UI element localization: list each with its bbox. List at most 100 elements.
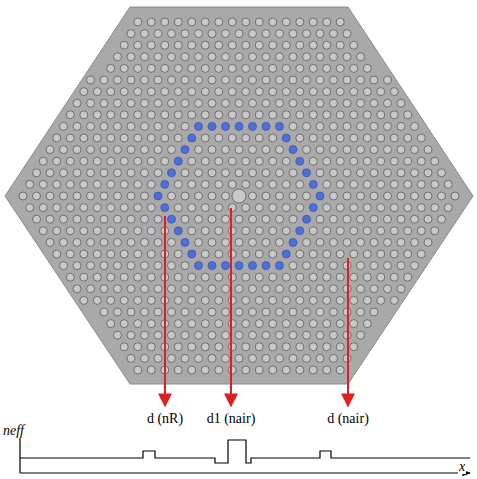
air-hole — [174, 41, 182, 49]
air-hole — [60, 238, 68, 246]
resonant-hole — [181, 238, 189, 246]
air-hole — [350, 227, 358, 235]
air-hole — [154, 308, 162, 316]
air-hole — [201, 111, 209, 119]
air-hole — [350, 204, 358, 212]
air-hole — [289, 215, 297, 223]
air-hole — [127, 53, 135, 61]
air-hole — [390, 111, 398, 119]
air-hole — [154, 215, 162, 223]
air-hole — [255, 157, 263, 165]
air-hole — [296, 111, 304, 119]
air-hole — [134, 18, 142, 26]
air-hole — [397, 285, 405, 293]
air-hole — [154, 53, 162, 61]
air-hole — [188, 157, 196, 165]
air-hole — [343, 215, 351, 223]
air-hole — [384, 215, 392, 223]
air-hole — [249, 354, 257, 362]
air-hole — [323, 273, 331, 281]
air-hole — [444, 180, 452, 188]
air-hole — [195, 30, 203, 38]
air-hole — [242, 157, 250, 165]
air-hole — [350, 134, 358, 142]
air-hole — [168, 30, 176, 38]
air-hole — [282, 273, 290, 281]
air-hole — [363, 227, 371, 235]
resonant-hole — [249, 122, 257, 130]
air-hole — [87, 215, 95, 223]
air-hole — [73, 122, 81, 130]
air-hole — [289, 354, 297, 362]
hole-label: d (nair) — [326, 412, 370, 426]
air-hole — [249, 76, 257, 84]
air-hole — [215, 343, 223, 351]
air-hole — [73, 285, 81, 293]
air-hole — [235, 354, 243, 362]
air-hole — [100, 146, 108, 154]
air-hole — [107, 111, 115, 119]
air-hole — [363, 111, 371, 119]
air-hole — [201, 157, 209, 165]
air-hole — [120, 64, 128, 72]
air-hole — [208, 354, 216, 362]
air-hole — [303, 354, 311, 362]
air-hole — [174, 204, 182, 212]
air-hole — [289, 262, 297, 270]
air-hole — [46, 169, 54, 177]
air-hole — [39, 204, 47, 212]
air-hole — [316, 285, 324, 293]
air-hole — [309, 273, 317, 281]
air-hole — [384, 76, 392, 84]
air-hole — [370, 285, 378, 293]
air-hole — [411, 146, 419, 154]
air-hole — [357, 192, 365, 200]
air-hole — [330, 308, 338, 316]
pointer-arrows — [165, 208, 348, 406]
air-hole — [87, 192, 95, 200]
air-hole — [417, 227, 425, 235]
air-hole — [80, 157, 88, 165]
air-hole — [222, 192, 230, 200]
air-hole — [330, 99, 338, 107]
air-hole — [316, 76, 324, 84]
air-hole — [215, 180, 223, 188]
air-hole — [93, 204, 101, 212]
air-hole — [269, 111, 277, 119]
air-hole — [134, 88, 142, 96]
air-hole — [303, 285, 311, 293]
air-hole — [350, 88, 358, 96]
air-hole — [255, 204, 263, 212]
air-hole — [93, 134, 101, 142]
air-hole — [350, 343, 358, 351]
air-hole — [249, 146, 257, 154]
air-hole — [330, 169, 338, 177]
air-hole — [289, 308, 297, 316]
air-hole — [53, 134, 61, 142]
air-hole — [282, 343, 290, 351]
air-hole — [303, 308, 311, 316]
air-hole — [174, 343, 182, 351]
air-hole — [309, 88, 317, 96]
air-hole — [390, 180, 398, 188]
air-hole — [323, 157, 331, 165]
air-hole — [242, 41, 250, 49]
resonant-hole — [289, 146, 297, 154]
air-hole — [174, 88, 182, 96]
air-hole — [215, 41, 223, 49]
air-hole — [80, 227, 88, 235]
air-hole — [201, 227, 209, 235]
air-hole — [141, 53, 149, 61]
air-hole — [188, 343, 196, 351]
air-hole — [114, 192, 122, 200]
air-hole — [336, 64, 344, 72]
core-hole — [232, 189, 246, 203]
air-hole — [188, 111, 196, 119]
air-hole — [417, 250, 425, 258]
air-hole — [289, 192, 297, 200]
air-hole — [363, 250, 371, 258]
air-hole — [343, 99, 351, 107]
air-hole — [336, 180, 344, 188]
air-hole — [46, 215, 54, 223]
air-hole — [235, 76, 243, 84]
